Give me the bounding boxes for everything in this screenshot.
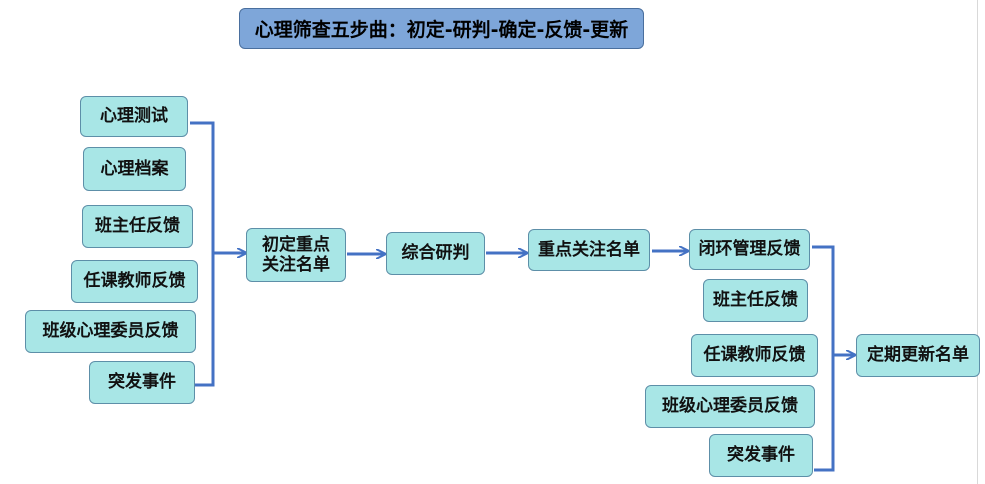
source-emergency-event: 突发事件 [89,361,195,404]
right-bracket [812,245,835,472]
feedback-class-committee: 班级心理委员反馈 [645,385,815,428]
source-class-committee-feedback: 班级心理委员反馈 [25,310,196,353]
source-headteacher-feedback: 班主任反馈 [82,205,193,248]
feedback-emergency-event: 突发事件 [709,434,813,477]
step-periodic-update: 定期更新名单 [856,334,980,377]
source-psych-test: 心理测试 [80,96,188,137]
step-closed-loop-feedback: 闭环管理反馈 [689,229,810,270]
diagram-title: 心理筛查五步曲：初定-研判-确定-反馈-更新 [239,8,644,49]
step-key-attention-list: 重点关注名单 [528,229,650,271]
step-initial-list-line2: 关注名单 [262,255,330,275]
step-comprehensive-judge: 综合研判 [386,232,485,275]
source-teacher-feedback: 任课教师反馈 [71,260,198,303]
source-psych-archive: 心理档案 [83,147,186,191]
step-initial-list-line1: 初定重点 [262,234,330,255]
page-edge-rule [977,0,978,484]
step-initial-list: 初定重点 关注名单 [246,228,346,282]
feedback-teacher: 任课教师反馈 [691,334,818,377]
feedback-headteacher: 班主任反馈 [703,279,808,322]
